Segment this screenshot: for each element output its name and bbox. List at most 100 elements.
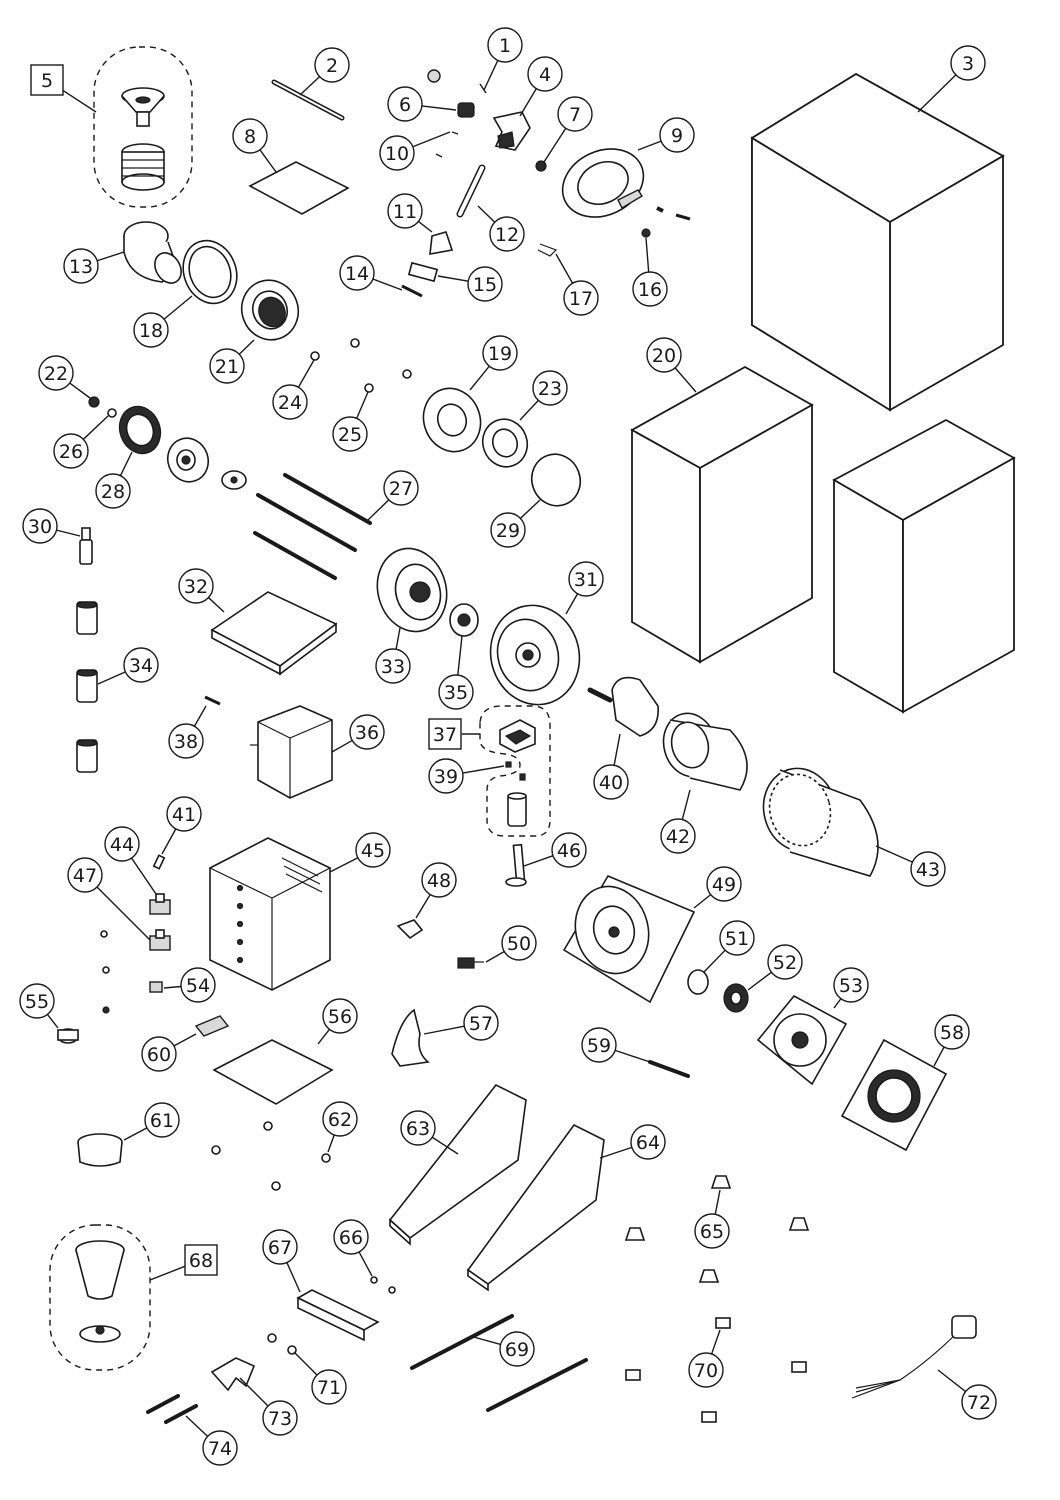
callout-12: 12	[477, 205, 525, 252]
callout-leader-4	[519, 88, 537, 117]
callout-24: 24	[272, 359, 315, 420]
callout-label-22: 22	[44, 363, 68, 385]
callout-circle-51	[719, 920, 755, 956]
callout-label-70: 70	[694, 1360, 718, 1382]
part-70-pad-d	[701, 1411, 717, 1423]
callout-25: 25	[332, 391, 369, 452]
callout-leader-32	[207, 597, 225, 613]
callout-leader-14	[372, 278, 403, 291]
callout-39: 39	[428, 758, 505, 794]
callout-circle-36	[349, 714, 385, 750]
part-27-rods	[253, 473, 372, 580]
callout-label-40: 40	[599, 772, 623, 794]
part-46-shaft	[505, 843, 527, 887]
callout-label-29: 29	[496, 520, 520, 542]
callout-55: 55	[19, 983, 59, 1029]
callout-60: 60	[141, 1033, 197, 1072]
callout-46: 46	[523, 832, 587, 868]
part-63-leg	[388, 1083, 527, 1246]
callout-circle-29	[490, 512, 526, 548]
callout-circle-56	[322, 998, 358, 1034]
callout-circle-24	[272, 384, 308, 420]
callout-13: 13	[63, 248, 125, 284]
callout-circle-26	[53, 433, 89, 469]
callout-circle-47	[67, 857, 103, 893]
part-hub	[166, 437, 210, 483]
callout-circle-12	[489, 216, 525, 252]
callout-label-17: 17	[569, 288, 593, 310]
part-57-blade	[391, 1008, 430, 1067]
part-62-foot-c	[321, 1153, 331, 1163]
callout-leader-44	[130, 857, 157, 895]
part-9-bolt-a	[656, 206, 664, 213]
callout-leader-40	[613, 733, 621, 766]
part-13-elbow	[123, 221, 182, 284]
part-41-pin	[152, 854, 166, 870]
part-50-connector	[457, 957, 484, 969]
callout-leader-56	[317, 1028, 331, 1045]
callout-20: 20	[646, 337, 697, 393]
callout-leader-18	[163, 295, 193, 320]
callout-leader-15	[437, 275, 469, 282]
callout-leader-31	[565, 593, 579, 615]
callout-circle-32	[178, 568, 214, 604]
callout-label-63: 63	[406, 1118, 430, 1140]
callout-leader-65	[714, 1189, 721, 1215]
callout-34: 34	[97, 647, 159, 685]
part-25-ball-a	[364, 383, 374, 393]
group-5-outline	[93, 46, 193, 208]
callout-circle-64	[630, 1124, 666, 1160]
callout-leader-59	[614, 1049, 651, 1063]
callout-18: 18	[133, 295, 193, 348]
part-18-gasket	[182, 239, 238, 305]
callout-circle-42	[660, 818, 696, 854]
part-16-nut	[641, 228, 651, 238]
callout-label-30: 30	[28, 516, 52, 538]
callout-leader-62	[327, 1134, 335, 1153]
callout-label-9: 9	[671, 125, 683, 147]
part-45-housing	[208, 837, 332, 991]
part-4-bracket	[492, 111, 531, 151]
part-22-nut	[88, 396, 100, 408]
callout-leader-72	[937, 1369, 967, 1393]
callout-36: 36	[331, 714, 385, 753]
callout-74: 74	[185, 1415, 238, 1466]
callout-circle-23	[532, 370, 568, 406]
callout-56: 56	[317, 998, 358, 1045]
callout-circle-25	[332, 416, 368, 452]
callout-label-32: 32	[184, 576, 208, 598]
callout-label-10: 10	[385, 143, 409, 165]
part-24-ball-a	[310, 351, 320, 361]
part-29-oring	[530, 453, 582, 507]
callout-circle-44	[104, 826, 140, 862]
part-44-switch	[149, 893, 171, 915]
part-53-fan	[756, 994, 848, 1086]
callout-leader-45	[329, 857, 359, 873]
callout-circle-35	[438, 674, 474, 710]
callout-label-59: 59	[587, 1035, 611, 1057]
callout-38: 38	[168, 705, 207, 759]
callout-label-16: 16	[638, 279, 662, 301]
callout-circle-74	[202, 1430, 238, 1466]
callout-16: 16	[632, 237, 668, 307]
callout-44: 44	[104, 826, 157, 895]
part-5-funnel	[121, 87, 165, 127]
callout-leader-29	[519, 499, 541, 519]
callout-circle-1	[487, 27, 523, 63]
part-66-nut-b	[388, 1286, 396, 1294]
part-70-pad-b	[625, 1369, 641, 1381]
part-65-foot-d	[698, 1269, 720, 1283]
callout-label-3: 3	[962, 53, 974, 75]
callout-72: 72	[937, 1369, 997, 1420]
callout-53: 53	[833, 967, 869, 1009]
callout-leader-28	[119, 451, 133, 477]
callout-label-25: 25	[338, 424, 362, 446]
callout-leader-51	[703, 949, 726, 973]
part-51-oring	[687, 969, 709, 995]
callout-circle-54	[180, 967, 216, 1003]
callout-label-60: 60	[147, 1044, 171, 1066]
callout-58: 58	[933, 1014, 970, 1067]
callout-27: 27	[367, 470, 419, 521]
callout-circle-73	[262, 1400, 298, 1436]
callout-label-23: 23	[538, 378, 562, 400]
